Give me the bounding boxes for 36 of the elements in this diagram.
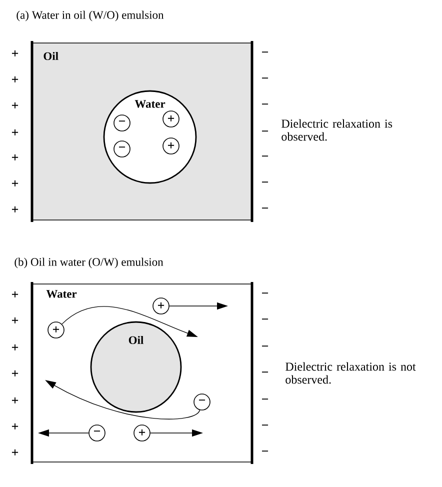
phase-label: Oil xyxy=(44,52,58,60)
minus-sign: − xyxy=(262,104,268,105)
minus-sign: − xyxy=(262,450,268,452)
panel-title: (b) Oil in water (O/W) emulsion xyxy=(14,258,164,268)
plus-sign: + xyxy=(12,291,18,298)
minus-sign: − xyxy=(262,398,268,400)
plus-sign: + xyxy=(12,423,18,430)
minus-sign: − xyxy=(262,156,268,157)
plus-sign: + xyxy=(12,206,18,212)
minus-sign: − xyxy=(262,346,268,347)
minus-sign: − xyxy=(262,292,268,294)
plus-sign: + xyxy=(12,102,18,108)
minus-sign: − xyxy=(262,182,268,183)
minus-sign: − xyxy=(262,52,268,53)
panel-title: (a) Water in oil (W/O) emulsion xyxy=(16,10,164,22)
plus-sign: + xyxy=(12,317,18,324)
plus-sign: + xyxy=(12,154,18,160)
note-text: Dielectric relaxation is observed. xyxy=(282,119,392,141)
plus-sign: + xyxy=(12,344,18,350)
phase-label: Water xyxy=(46,290,77,298)
plus-sign: + xyxy=(12,449,18,456)
minus-sign: − xyxy=(262,318,268,320)
minus-sign: − xyxy=(262,372,268,373)
plus-sign: + xyxy=(12,397,18,404)
minus-sign: − xyxy=(262,78,268,79)
minus-sign: − xyxy=(262,424,268,426)
plus-sign: + xyxy=(12,76,18,82)
note-text: Dielectric relaxation is not observed. xyxy=(286,362,416,384)
plus-sign: + xyxy=(12,180,18,186)
minus-sign: − xyxy=(262,208,268,209)
plus-sign: + xyxy=(12,370,18,376)
plus-sign: + xyxy=(12,50,18,56)
minus-sign: − xyxy=(262,130,268,132)
phase-label: Oil xyxy=(128,336,144,344)
plus-sign: + xyxy=(12,129,18,136)
phase-label: Water xyxy=(134,100,166,108)
